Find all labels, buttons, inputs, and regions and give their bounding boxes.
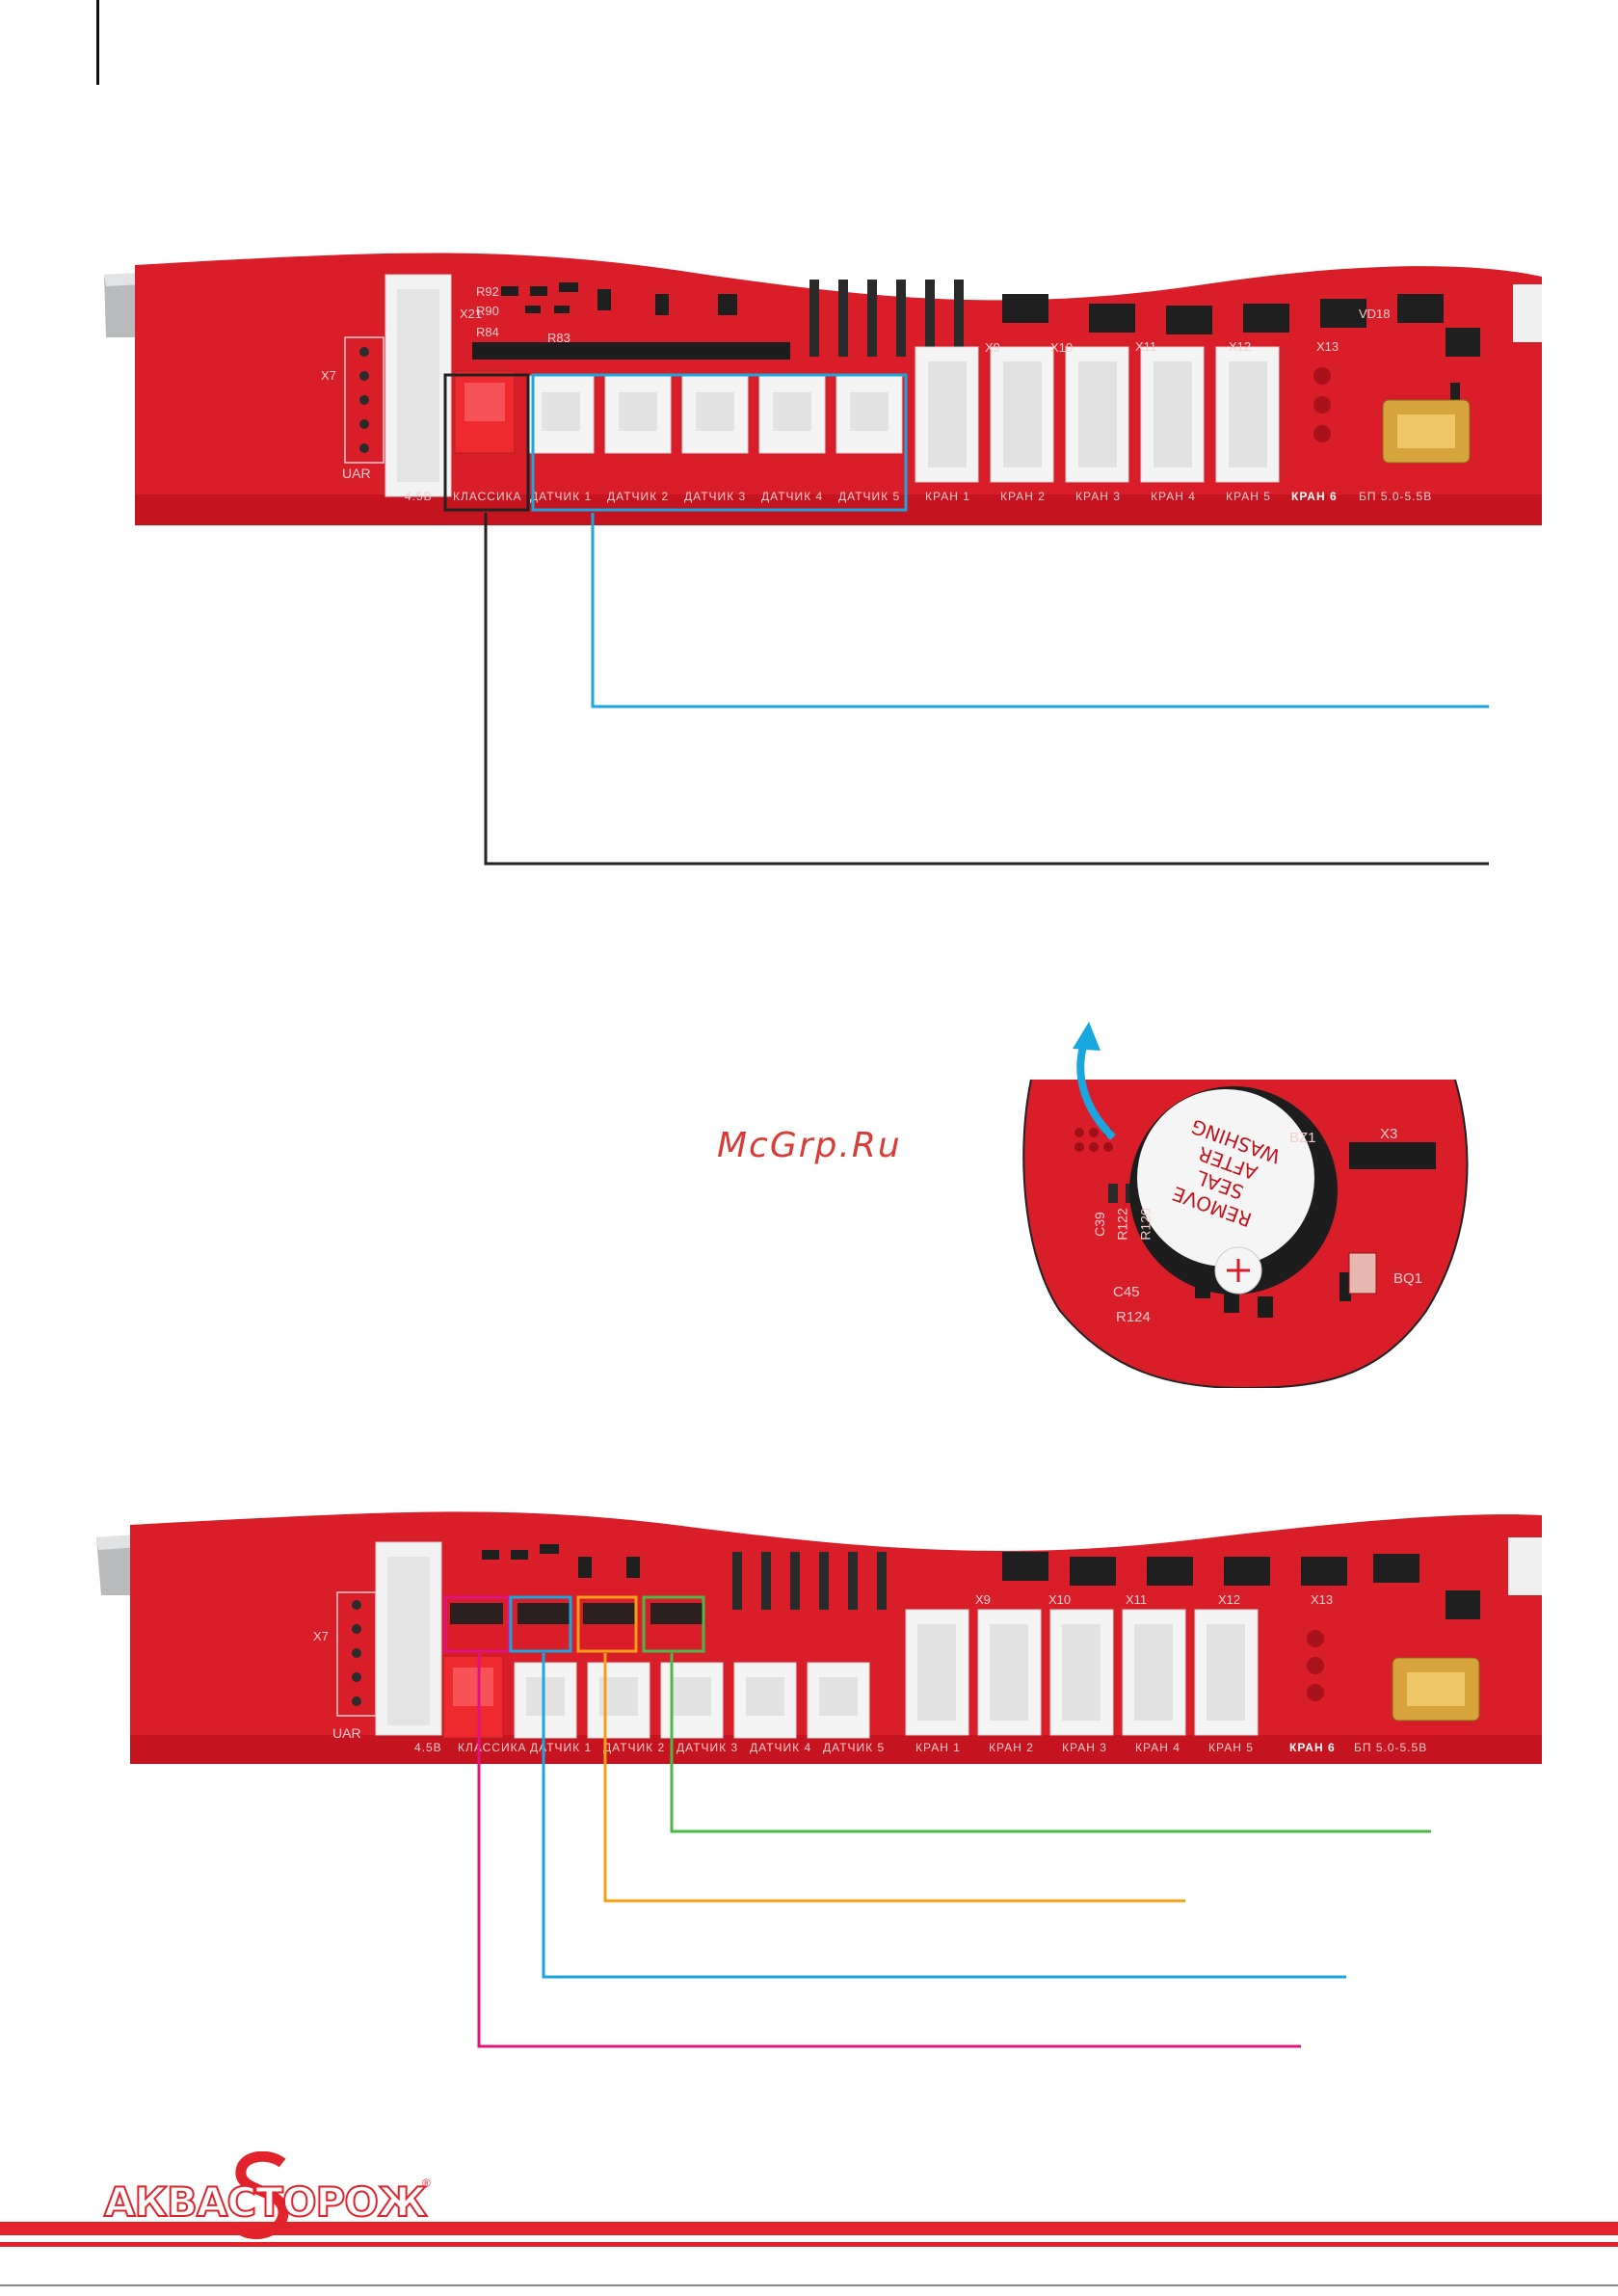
label-sensor-3: ДАТЧИК 3 (676, 1741, 739, 1754)
sensors-callout-line (591, 513, 1489, 708)
bottom-board-svg (96, 1511, 1542, 1764)
bottom-callouts (443, 1595, 1431, 2048)
label-valve-1: КРАН 1 (925, 490, 970, 503)
x12-label: X12 (1229, 339, 1252, 354)
label-valve-3: КРАН 3 (1062, 1741, 1107, 1754)
vd18-label: VD18 (1359, 307, 1391, 321)
x7-label: X7 (321, 368, 336, 383)
label-valve-5: КРАН 5 (1226, 490, 1271, 503)
label-valve-4: КРАН 4 (1151, 490, 1196, 503)
bottom-board-labels: 4.5В КЛАССИКА ДАТЧИК 1 ДАТЧИК 2 ДАТЧИК 3… (414, 1741, 1474, 1760)
classic-callout-line (484, 513, 1489, 866)
x21-label: X21 (460, 307, 483, 321)
bottom-board-photo (96, 1504, 1542, 1764)
x10-label: X10 (1050, 340, 1074, 355)
label-valve-5: КРАН 5 (1208, 1741, 1254, 1754)
classic-highlight-box (443, 373, 530, 512)
jumper-1-callout (477, 1653, 1301, 2048)
r124-label: R124 (1116, 1309, 1151, 1325)
label-valve-6: КРАН 6 (1289, 1741, 1336, 1754)
jumper-1-box (443, 1595, 511, 1653)
x3-label: X3 (1380, 1126, 1398, 1142)
footer-gray-line (0, 2284, 1618, 2286)
label-sensor-1: ДАТЧИК 1 (530, 490, 593, 503)
jumper-4-callout (670, 1653, 1431, 1833)
label-4-5v: 4.5В (405, 490, 433, 503)
buzzer-detail (1021, 1022, 1474, 1388)
x7-label-bottom: X7 (313, 1629, 329, 1643)
x13-label-bottom: X13 (1311, 1592, 1334, 1607)
uart-label-bottom: UAR (332, 1725, 361, 1741)
r122-label: R122 (1114, 1208, 1130, 1241)
x13-label: X13 (1316, 339, 1339, 354)
footer-red-band-2 (0, 2242, 1618, 2247)
label-sensor-5: ДАТЧИК 5 (838, 490, 901, 503)
label-valve-1: КРАН 1 (915, 1741, 961, 1754)
label-sensor-2: ДАТЧИК 2 (603, 1741, 666, 1754)
x9-label-bottom: X9 (975, 1592, 991, 1607)
jumper-4-box (642, 1595, 705, 1653)
r84-label: R84 (476, 325, 499, 339)
logo-text: АКВАСТОРОЖ (103, 2177, 428, 2227)
top-callouts (443, 373, 1489, 866)
x12-label-bottom: X12 (1218, 1592, 1241, 1607)
sensors-highlight-box (531, 373, 908, 512)
r120-label: R120 (1137, 1208, 1154, 1241)
c39-label: C39 (1091, 1212, 1107, 1237)
label-valve-6: КРАН 6 (1291, 490, 1338, 503)
watermark: McGrp.Ru (717, 1126, 902, 1165)
label-sensor-3: ДАТЧИК 3 (684, 490, 747, 503)
r90-label: R90 (476, 304, 499, 318)
r83-label: R83 (547, 331, 570, 345)
label-classic: КЛАССИКА (458, 1741, 527, 1754)
x11-label: X11 (1135, 339, 1157, 354)
label-4-5v: 4.5В (414, 1741, 442, 1754)
bz1-label: BZ1 (1289, 1130, 1316, 1146)
label-valve-4: КРАН 4 (1135, 1741, 1180, 1754)
label-classic: КЛАССИКА (453, 490, 522, 503)
label-sensor-2: ДАТЧИК 2 (607, 490, 670, 503)
bq1-label: BQ1 (1393, 1270, 1423, 1287)
label-sensor-4: ДАТЧИК 4 (761, 490, 824, 503)
r92-label: R92 (476, 284, 499, 299)
label-power: БП 5.0-5.5В (1354, 1741, 1428, 1754)
x9-label: X9 (985, 340, 1000, 355)
page-margin-bar (96, 0, 99, 85)
uart-label: UAR (342, 466, 371, 481)
logo: АКВАСТОРОЖ ® (96, 2151, 443, 2240)
logo-registered-mark: ® (422, 2176, 431, 2190)
label-valve-2: КРАН 2 (1000, 490, 1046, 503)
jumper-2-callout (542, 1653, 1346, 1979)
jumper-2-box (509, 1595, 572, 1653)
jumper-3-box (576, 1595, 638, 1653)
footer-red-band (0, 2222, 1618, 2235)
jumper-3-callout (603, 1653, 1185, 1903)
label-sensor-1: ДАТЧИК 1 (530, 1741, 593, 1754)
top-board-labels: 4.5В КЛАССИКА ДАТЧИК 1 ДАТЧИК 2 ДАТЧИК 3… (405, 490, 1465, 509)
top-board-svg (104, 253, 1542, 525)
logo-s-mark-icon (235, 2151, 289, 2240)
x11-label-bottom: X11 (1126, 1592, 1148, 1607)
top-board-photo (96, 246, 1542, 525)
c45-label: C45 (1113, 1284, 1140, 1300)
buzzer-svg (1022, 1022, 1469, 1388)
label-power: БП 5.0-5.5В (1359, 490, 1433, 503)
label-sensor-5: ДАТЧИК 5 (823, 1741, 886, 1754)
x10-label-bottom: X10 (1048, 1592, 1072, 1607)
label-sensor-4: ДАТЧИК 4 (750, 1741, 812, 1754)
label-valve-3: КРАН 3 (1075, 490, 1121, 503)
label-valve-2: КРАН 2 (989, 1741, 1034, 1754)
